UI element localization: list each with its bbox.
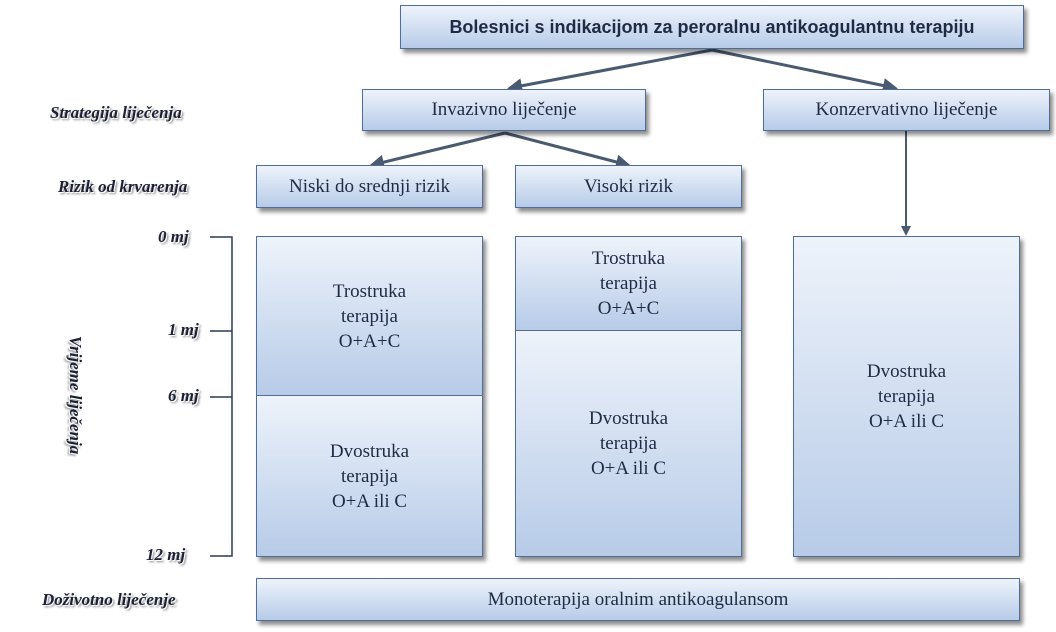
arrow-invasive-to-low-risk	[369, 131, 506, 170]
risk-low-mid-text: Niski do srednji rizik	[289, 175, 450, 197]
triple-therapy-segment: Trostruka terapija O+A+C	[516, 237, 741, 331]
therapy-column-conservative: Dvostruka terapija O+A ili C	[793, 236, 1020, 557]
timeline-label-12: 12 mj	[146, 545, 186, 564]
risk-low-mid-box: Niski do srednji rizik	[256, 165, 483, 208]
arrow-invasive-to-high-risk	[504, 131, 631, 170]
monotherapy-box: Monoterapija oralnim antikoagulansom	[256, 578, 1020, 621]
therapy-column-high: Trostruka terapija O+A+C Dvostruka terap…	[515, 236, 742, 557]
strategy-invasive-text: Invazivno liječenje	[431, 99, 577, 120]
row-label-strategy: Strategija liječenja	[50, 103, 182, 122]
therapy-line: O+A ili C	[868, 411, 945, 432]
strategy-conservative-box: Konzervativno liječenje	[763, 89, 1050, 131]
therapy-line: Trostruka	[332, 280, 407, 302]
timeline-bracket	[210, 236, 233, 557]
dual-therapy-segment: Dvostruka terapija O+A ili C	[794, 237, 1019, 556]
therapy-line: terapija	[878, 386, 935, 407]
strategy-invasive-box: Invazivno liječenje	[362, 89, 646, 131]
therapy-line: terapija	[600, 433, 657, 454]
therapy-column-low-mid: Trostruka terapija O+A+C Dvostruka terap…	[256, 236, 483, 557]
therapy-line: terapija	[341, 305, 398, 327]
risk-high-text: Visoki rizik	[583, 175, 674, 197]
timeline-label-6: 6 mj	[168, 386, 199, 405]
therapy-line: Dvostruka	[588, 408, 669, 429]
triple-therapy-segment: Trostruka terapija O+A+C	[257, 237, 482, 396]
arrow-title-to-invasive	[507, 48, 713, 94]
therapy-line: Dvostruka	[866, 361, 947, 382]
risk-high-box: Visoki rizik	[515, 165, 742, 208]
therapy-line: O+A+C	[338, 330, 401, 352]
monotherapy-text: Monoterapija oralnim antikoagulansom	[487, 588, 789, 610]
row-label-bleeding-risk: Rizik od krvarenja	[58, 177, 188, 196]
strategy-conservative-text: Konzervativno liječenje	[815, 99, 998, 120]
therapy-line: O+A ili C	[331, 490, 408, 512]
therapy-line: terapija	[600, 273, 657, 294]
title-box: Bolesnici s indikacijom za peroralnu ant…	[400, 5, 1024, 49]
therapy-line: O+A ili C	[590, 458, 667, 479]
therapy-line: Dvostruka	[329, 440, 410, 462]
therapy-line: Trostruka	[591, 248, 666, 269]
therapy-line: terapija	[341, 465, 398, 487]
timeline-label-1: 1 mj	[168, 320, 199, 339]
title-text: Bolesnici s indikacijom za peroralnu ant…	[449, 17, 975, 37]
dual-therapy-segment: Dvostruka terapija O+A ili C	[516, 331, 741, 556]
arrow-title-to-conservative	[711, 48, 898, 93]
row-label-lifelong: Doživotno liječenje	[42, 590, 176, 609]
timeline-label-0: 0 mj	[158, 227, 189, 246]
therapy-line: O+A+C	[597, 298, 660, 319]
dual-therapy-segment: Dvostruka terapija O+A ili C	[257, 396, 482, 556]
row-label-duration: Vrijeme liječenja	[66, 335, 85, 455]
